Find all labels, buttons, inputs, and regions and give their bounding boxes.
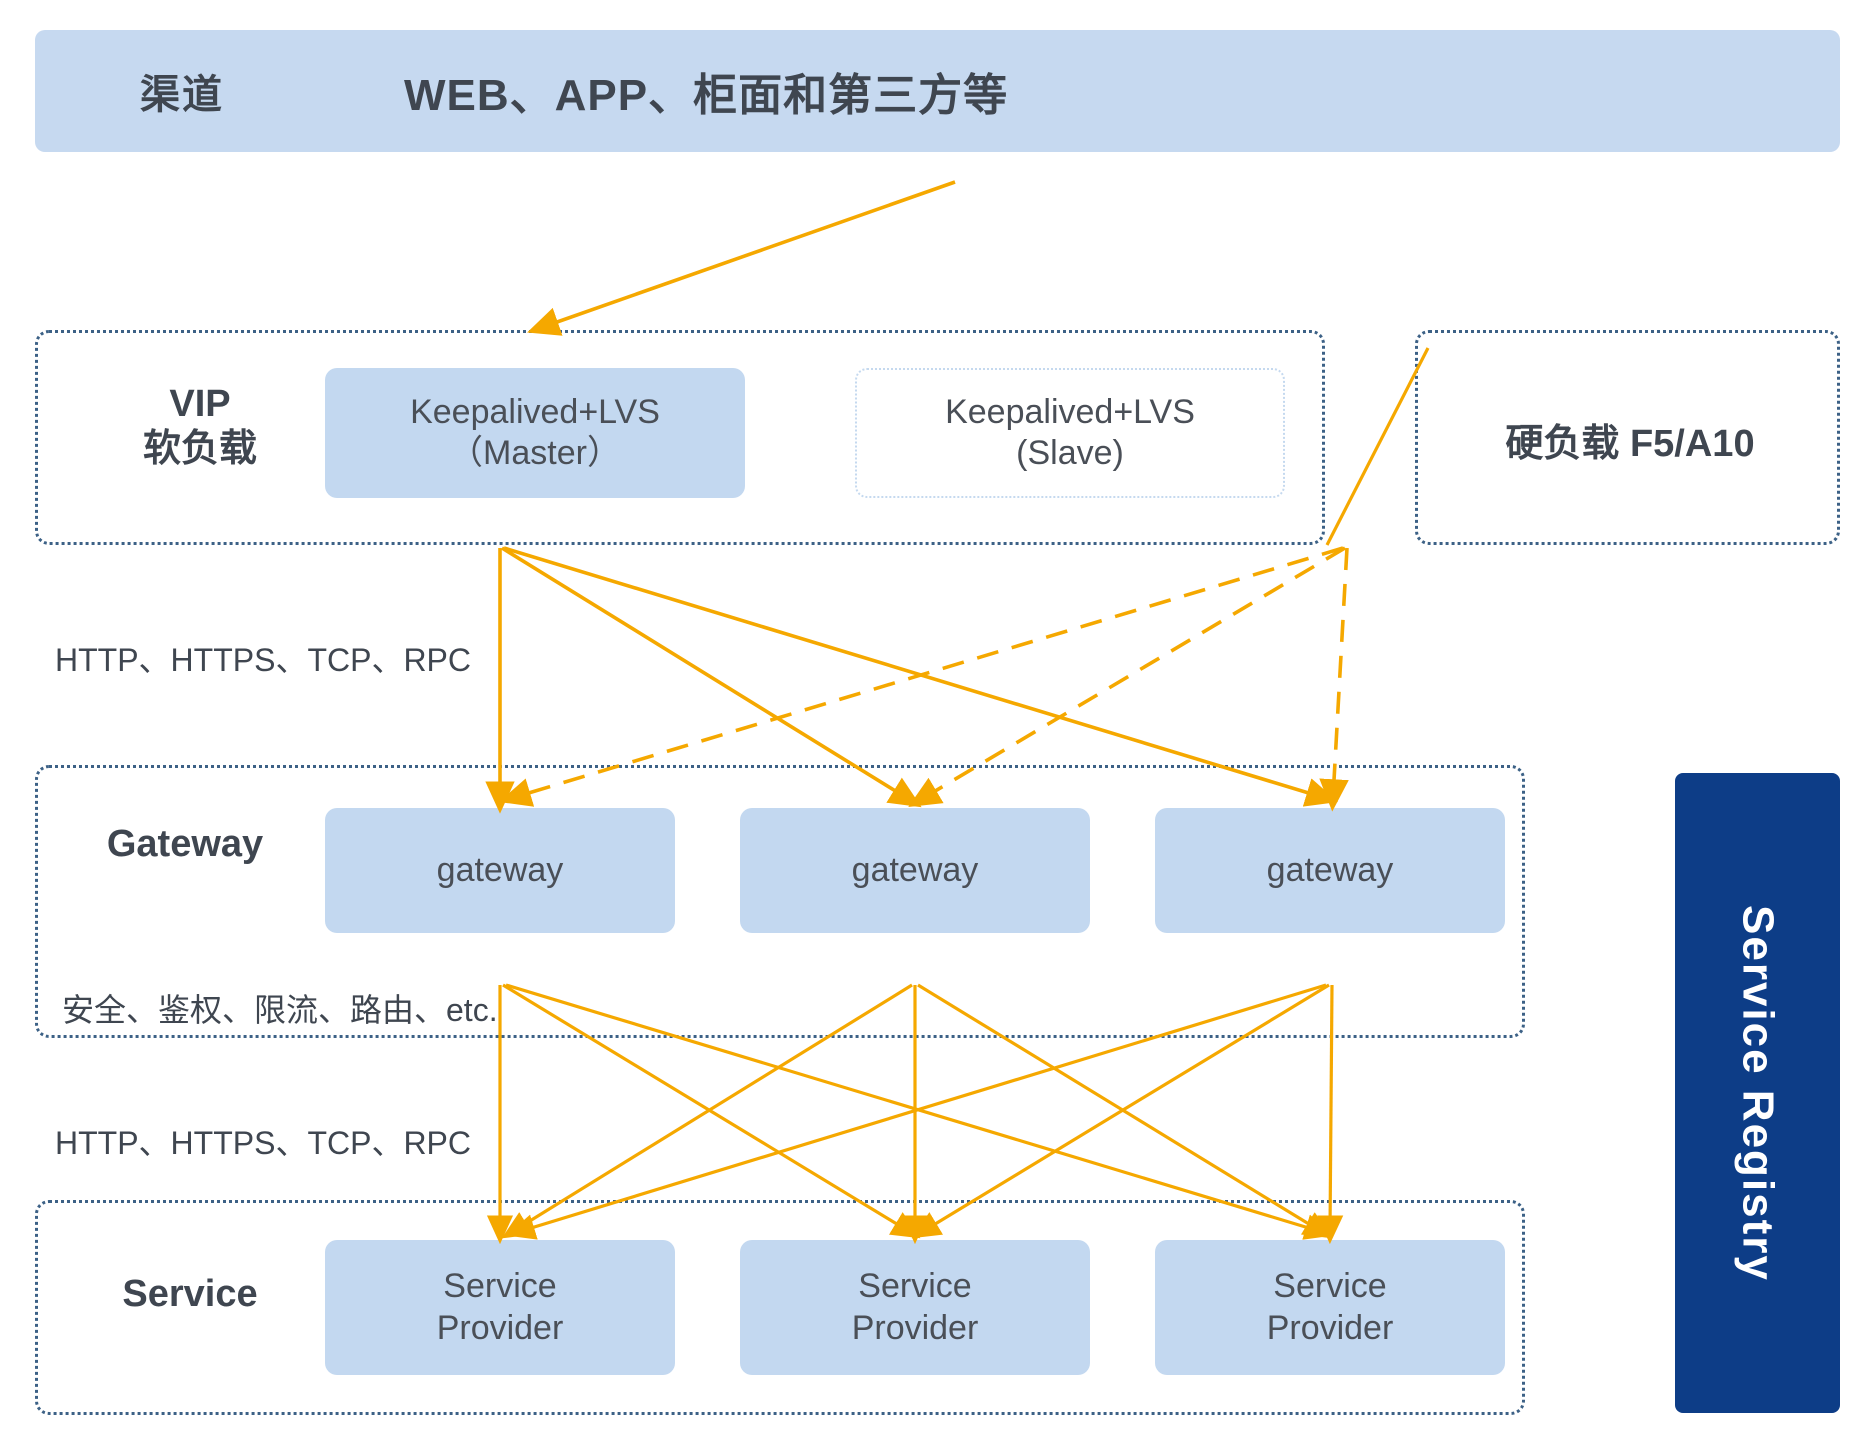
gateway-node-3[interactable]: gateway: [1155, 808, 1505, 933]
arrow-master-to-gateway-2: [501, 546, 922, 808]
channel-layer-label: 渠道: [140, 73, 224, 117]
vip-label-line2: 软负载: [142, 427, 257, 470]
gateway-node-1[interactable]: gateway: [325, 808, 675, 933]
vip-layer-frame: [35, 330, 1325, 545]
vip-label-line1: VIP: [169, 383, 231, 425]
service-provider-1-line1: Service: [443, 1267, 557, 1306]
gateway-layer-label: Gateway: [106, 823, 264, 865]
service-provider-2-line2: Provider: [851, 1308, 979, 1347]
arrow-hardlb-to-gateway-1: [498, 546, 1344, 807]
service-layer-label: Service: [122, 1273, 258, 1315]
hardware-load-balancer-label: 硬负载 F5/A10: [1505, 423, 1755, 465]
gateway-node-1-label: gateway: [436, 850, 564, 889]
vip-layer-label: VIP 软负载: [105, 382, 295, 472]
keepalived-lvs-slave-box[interactable]: Keepalived+LVS (Slave): [855, 368, 1285, 498]
service-provider-node-3[interactable]: Service Provider: [1155, 1240, 1505, 1375]
service-provider-node-1[interactable]: Service Provider: [325, 1240, 675, 1375]
arrow-master-to-gateway-3: [503, 546, 1339, 807]
service-provider-1-line2: Provider: [436, 1308, 564, 1347]
service-registry-panel[interactable]: Service Registry: [1675, 773, 1840, 1413]
gateway-node-2-label: gateway: [851, 850, 979, 889]
service-provider-3-line1: Service: [1273, 1267, 1387, 1306]
arrow-hardlb-to-gateway-3: [1319, 547, 1349, 812]
channel-banner: 渠道 WEB、APP、柜面和第三方等: [35, 30, 1840, 152]
gateway-feature-caption: 安全、鉴权、限流、路由、etc.: [62, 992, 498, 1028]
service-provider-node-2[interactable]: Service Provider: [740, 1240, 1090, 1375]
keepalived-lvs-master-box[interactable]: Keepalived+LVS （Master）: [325, 368, 745, 498]
arrow-channel-to-vip: [527, 180, 956, 336]
channel-title: WEB、APP、柜面和第三方等: [404, 71, 1009, 120]
service-registry-label: Service Registry: [1733, 904, 1783, 1282]
keepalived-slave-line1: Keepalived+LVS: [945, 392, 1195, 431]
keepalived-slave-line2: (Slave): [1016, 434, 1124, 472]
gateway-to-service-protocol-caption: HTTP、HTTPS、TCP、RPC: [55, 1125, 472, 1161]
arrow-hardlb-to-gateway-2: [908, 546, 1346, 807]
service-provider-3-line2: Provider: [1266, 1308, 1394, 1347]
vip-to-gateway-protocol-caption: HTTP、HTTPS、TCP、RPC: [55, 642, 472, 678]
keepalived-master-line2: （Master）: [449, 434, 621, 472]
gateway-node-2[interactable]: gateway: [740, 808, 1090, 933]
keepalived-master-line1: Keepalived+LVS: [410, 392, 660, 431]
gateway-node-3-label: gateway: [1266, 850, 1394, 889]
service-provider-2-line1: Service: [858, 1267, 972, 1306]
line-f5a10-to-vip: [1325, 347, 1430, 546]
